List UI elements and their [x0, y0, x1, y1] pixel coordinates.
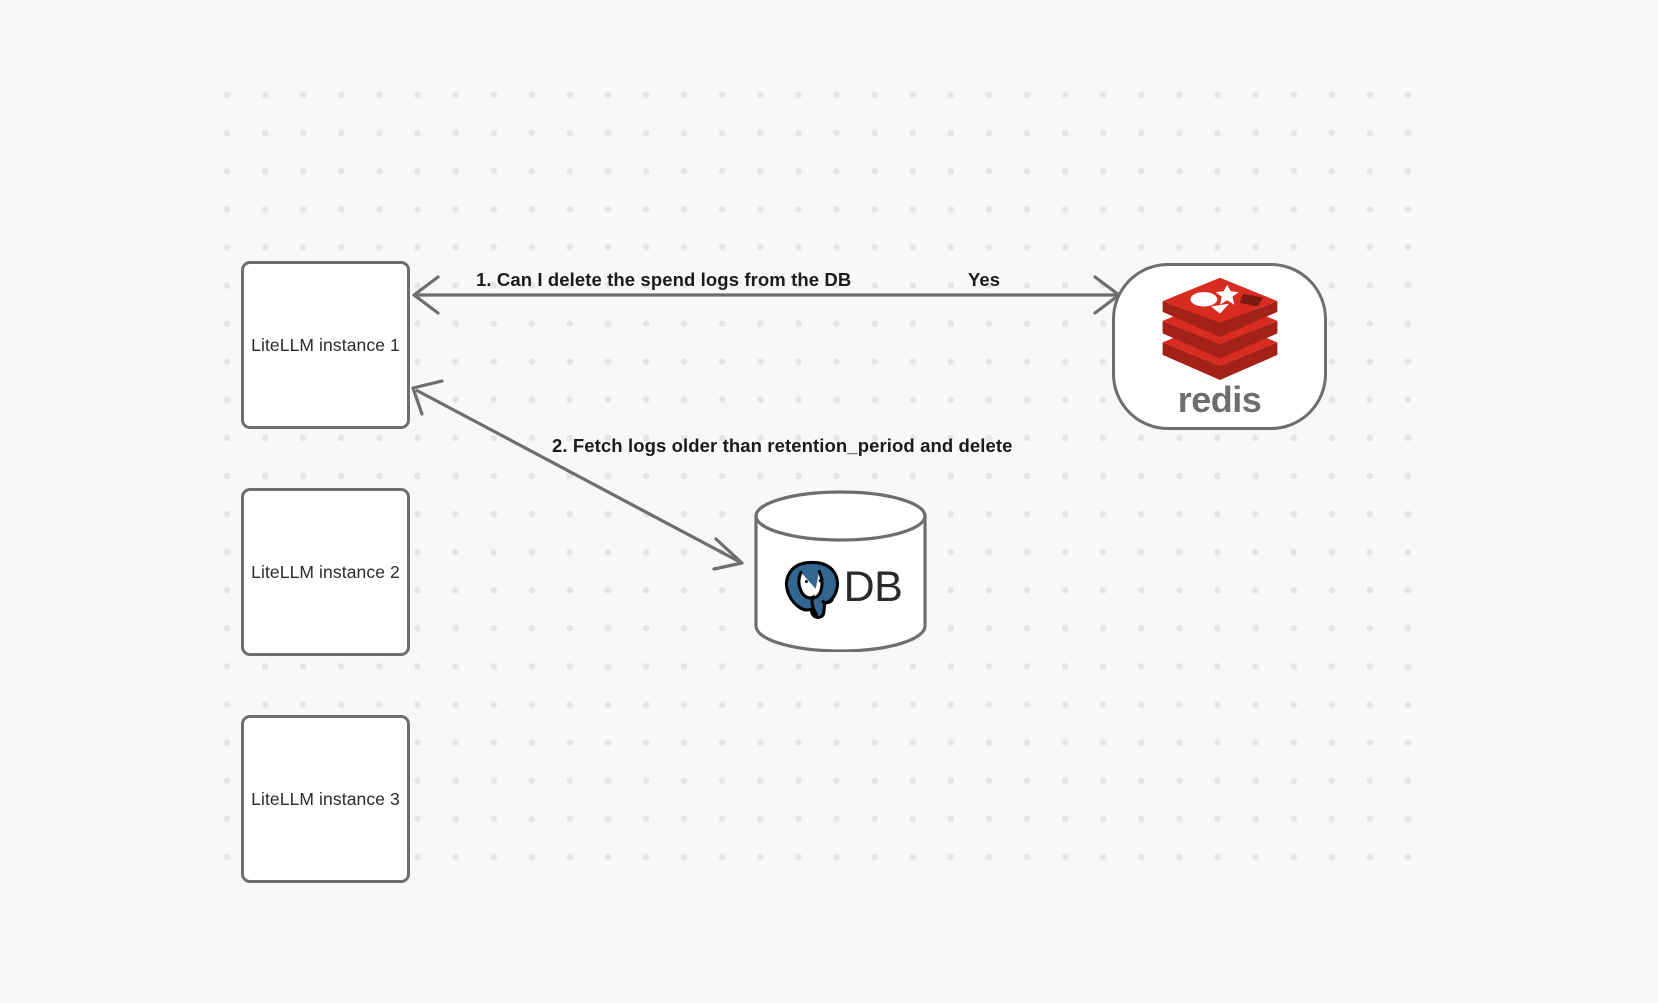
node-redis[interactable]: redis — [1112, 263, 1327, 430]
edge-label-yes: Yes — [968, 269, 1001, 290]
node-litellm-instance-1[interactable]: LiteLLM instance 1 — [241, 261, 410, 429]
arrowhead-upper-left-icon — [411, 379, 444, 416]
redis-logo-icon — [1162, 277, 1277, 380]
node-database[interactable]: DB — [753, 490, 928, 652]
redis-wordmark: redis — [1177, 378, 1262, 420]
node-litellm-instance-2[interactable]: LiteLLM instance 2 — [241, 488, 410, 656]
node-label: LiteLLM instance 3 — [251, 788, 400, 809]
arrowhead-left-icon — [412, 275, 440, 315]
edge-label-step-1: 1. Can I delete the spend logs from the … — [476, 269, 852, 290]
node-label: LiteLLM instance 2 — [251, 561, 400, 582]
db-label: DB — [843, 562, 903, 611]
cylinder-shape-icon — [754, 490, 927, 652]
node-label: LiteLLM instance 1 — [251, 334, 400, 355]
node-litellm-instance-3[interactable]: LiteLLM instance 3 — [241, 715, 410, 883]
edge-label-step-2: 2. Fetch logs older than retention_perio… — [552, 435, 1013, 456]
arrowhead-lower-right-icon — [712, 537, 744, 571]
postgresql-elephant-icon — [784, 560, 839, 619]
edge-litellm1-to-database — [411, 379, 744, 571]
